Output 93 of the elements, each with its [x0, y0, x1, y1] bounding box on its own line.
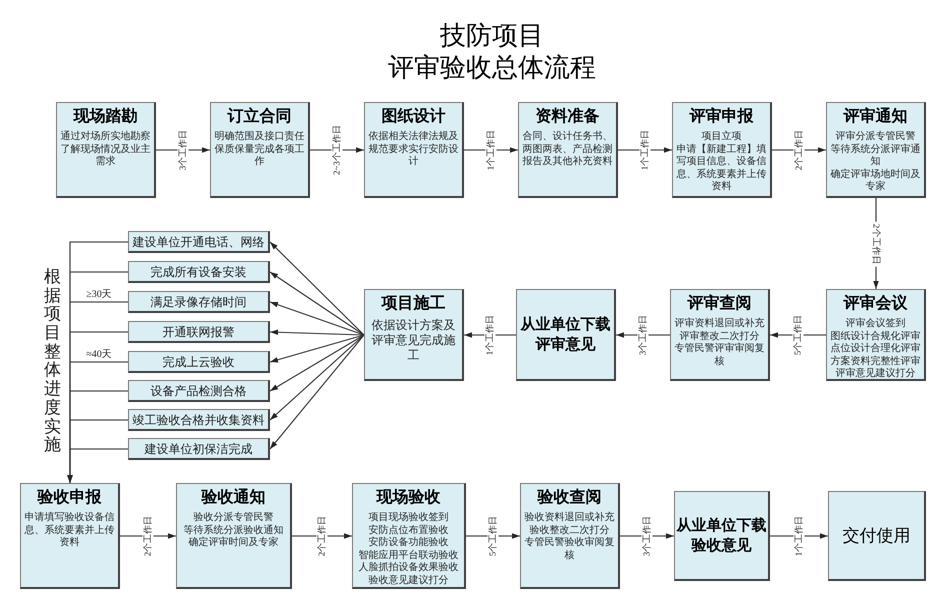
task-box [128, 351, 270, 373]
task-box [128, 438, 270, 460]
box-text: 评审会议签到 [846, 318, 906, 330]
box-text: 专管民警评审审阅复核 [674, 343, 765, 368]
edge-label: 2个工作日 [870, 221, 882, 266]
task-text: 建设单位开通电话、网络 [132, 234, 264, 250]
box-title: 从业单位下载验收意见 [676, 516, 767, 556]
arrow [270, 242, 364, 336]
process-box [176, 483, 292, 589]
box-title: 验收通知 [202, 488, 266, 508]
box-text: 依据设计方案及评审意见完成施工 [370, 318, 456, 363]
box-text: 等待系统分派评审通知 [830, 144, 921, 168]
task-text: 满足录像存储时间 [150, 294, 246, 310]
box-text: 依据相关法律法规及规范要求实行安防设计 [368, 131, 459, 168]
box-title: 项目施工 [382, 294, 446, 314]
task-text: 建设单位初保洁完成 [144, 440, 252, 456]
box-text: 验收分派专管民警 [194, 512, 274, 524]
arrow [270, 301, 364, 336]
process-box [364, 289, 464, 381]
box-text: 点位设计合理化评审 [830, 343, 920, 356]
process-box [828, 491, 926, 581]
arrow [270, 334, 364, 450]
box-text: 项目立项 [702, 131, 742, 144]
task-text: 完成上云验收 [162, 354, 234, 370]
arrow [270, 329, 364, 336]
box-text: 专管民警验收审阅复核 [524, 537, 615, 562]
box-text: 人脸抓拍设备效果验收 [358, 562, 458, 574]
arrow [270, 334, 364, 363]
box-text: 评审意见建议打分 [836, 368, 916, 380]
arrow [270, 272, 364, 336]
arrow [270, 334, 364, 420]
box-title: 从业单位下载评审意见 [519, 315, 612, 354]
box-text: 合同、设计任务书、两图两表、产品检测报告及其他补充资料 [522, 131, 613, 168]
task-box [128, 321, 270, 343]
box-title: 验收申报 [38, 488, 102, 508]
box-title: 资料准备 [536, 107, 600, 127]
box-text: 安防设备功能验收 [368, 537, 448, 550]
box-title: 现场验收 [376, 488, 440, 508]
box-text: 申请填写验收设备信息、系统要素并上传资料 [24, 512, 115, 550]
box-text: 等待系统分派验收通知 [184, 524, 284, 536]
box-text: 确定评审时间及专家 [188, 537, 278, 550]
edge-label: ≥30天 [86, 289, 112, 302]
box-title: 评审会议 [844, 294, 908, 314]
task-box [128, 261, 270, 283]
task-box [128, 409, 270, 431]
box-text: 验收整改二次打分 [530, 524, 610, 536]
box-text: 通过对场所实地勘察了解现场情况及业主需求 [60, 131, 151, 168]
task-text: 设备产品检测合格 [150, 382, 246, 398]
box-title: 交付使用 [842, 524, 910, 546]
arrow [270, 334, 364, 392]
box-text: 评审资料退回或补充 [674, 318, 764, 330]
box-title: 评审通知 [844, 107, 908, 127]
process-box [20, 483, 120, 589]
process-box [826, 102, 926, 198]
box-text: 项目现场验收签到 [368, 512, 448, 524]
box-title: 订立合同 [228, 107, 292, 127]
process-box [364, 102, 464, 198]
task-box [128, 291, 270, 313]
edge-label: ≈40天 [86, 349, 112, 362]
box-text: 验收资料退回或补充 [524, 512, 614, 524]
box-text: 验收意见建议打分 [368, 574, 448, 587]
box-text: 方案资料完整性评审 [830, 356, 920, 368]
process-box [520, 483, 620, 589]
box-text: 明确范围及接口责任保质保量完成各项工作 [214, 131, 305, 168]
process-box [56, 102, 156, 198]
box-title: 评审申报 [690, 107, 754, 127]
process-box [670, 289, 770, 381]
box-title: 现场踏勘 [74, 107, 138, 127]
box-text: 确定评审场地时间及专家 [830, 168, 921, 194]
note-text: 根据项目整体进度实施 [44, 268, 61, 455]
box-text: 申请【新建工程】填写项目信息、设备信息、系统要素并上传资料 [676, 144, 767, 194]
process-box [210, 102, 310, 198]
box-text: 图纸设计合规化评审 [830, 330, 920, 342]
process-box [672, 102, 772, 198]
box-title: 验收查阅 [538, 488, 602, 508]
process-box [674, 491, 770, 581]
process-box [826, 289, 926, 381]
process-box [518, 102, 618, 198]
box-title: 评审查阅 [688, 294, 752, 314]
task-text: 开通联网报警 [162, 324, 234, 340]
box-title: 图纸设计 [382, 107, 446, 127]
task-box [128, 380, 270, 402]
task-box [128, 231, 270, 253]
box-text: 评审分派专管民警 [836, 131, 916, 144]
box-text: 安防点位布置验收 [368, 524, 448, 536]
box-text: 智能应用平台联动验收 [358, 550, 458, 562]
title: 技防项目评审验收总体流程 [387, 20, 597, 84]
process-box [516, 289, 616, 381]
arrow [67, 448, 128, 483]
task-text: 竣工验收合格并收集资料 [132, 412, 264, 428]
process-box [352, 483, 466, 589]
task-text: 完成所有设备安装 [150, 264, 246, 280]
box-text: 评审整改二次打分 [680, 330, 760, 342]
